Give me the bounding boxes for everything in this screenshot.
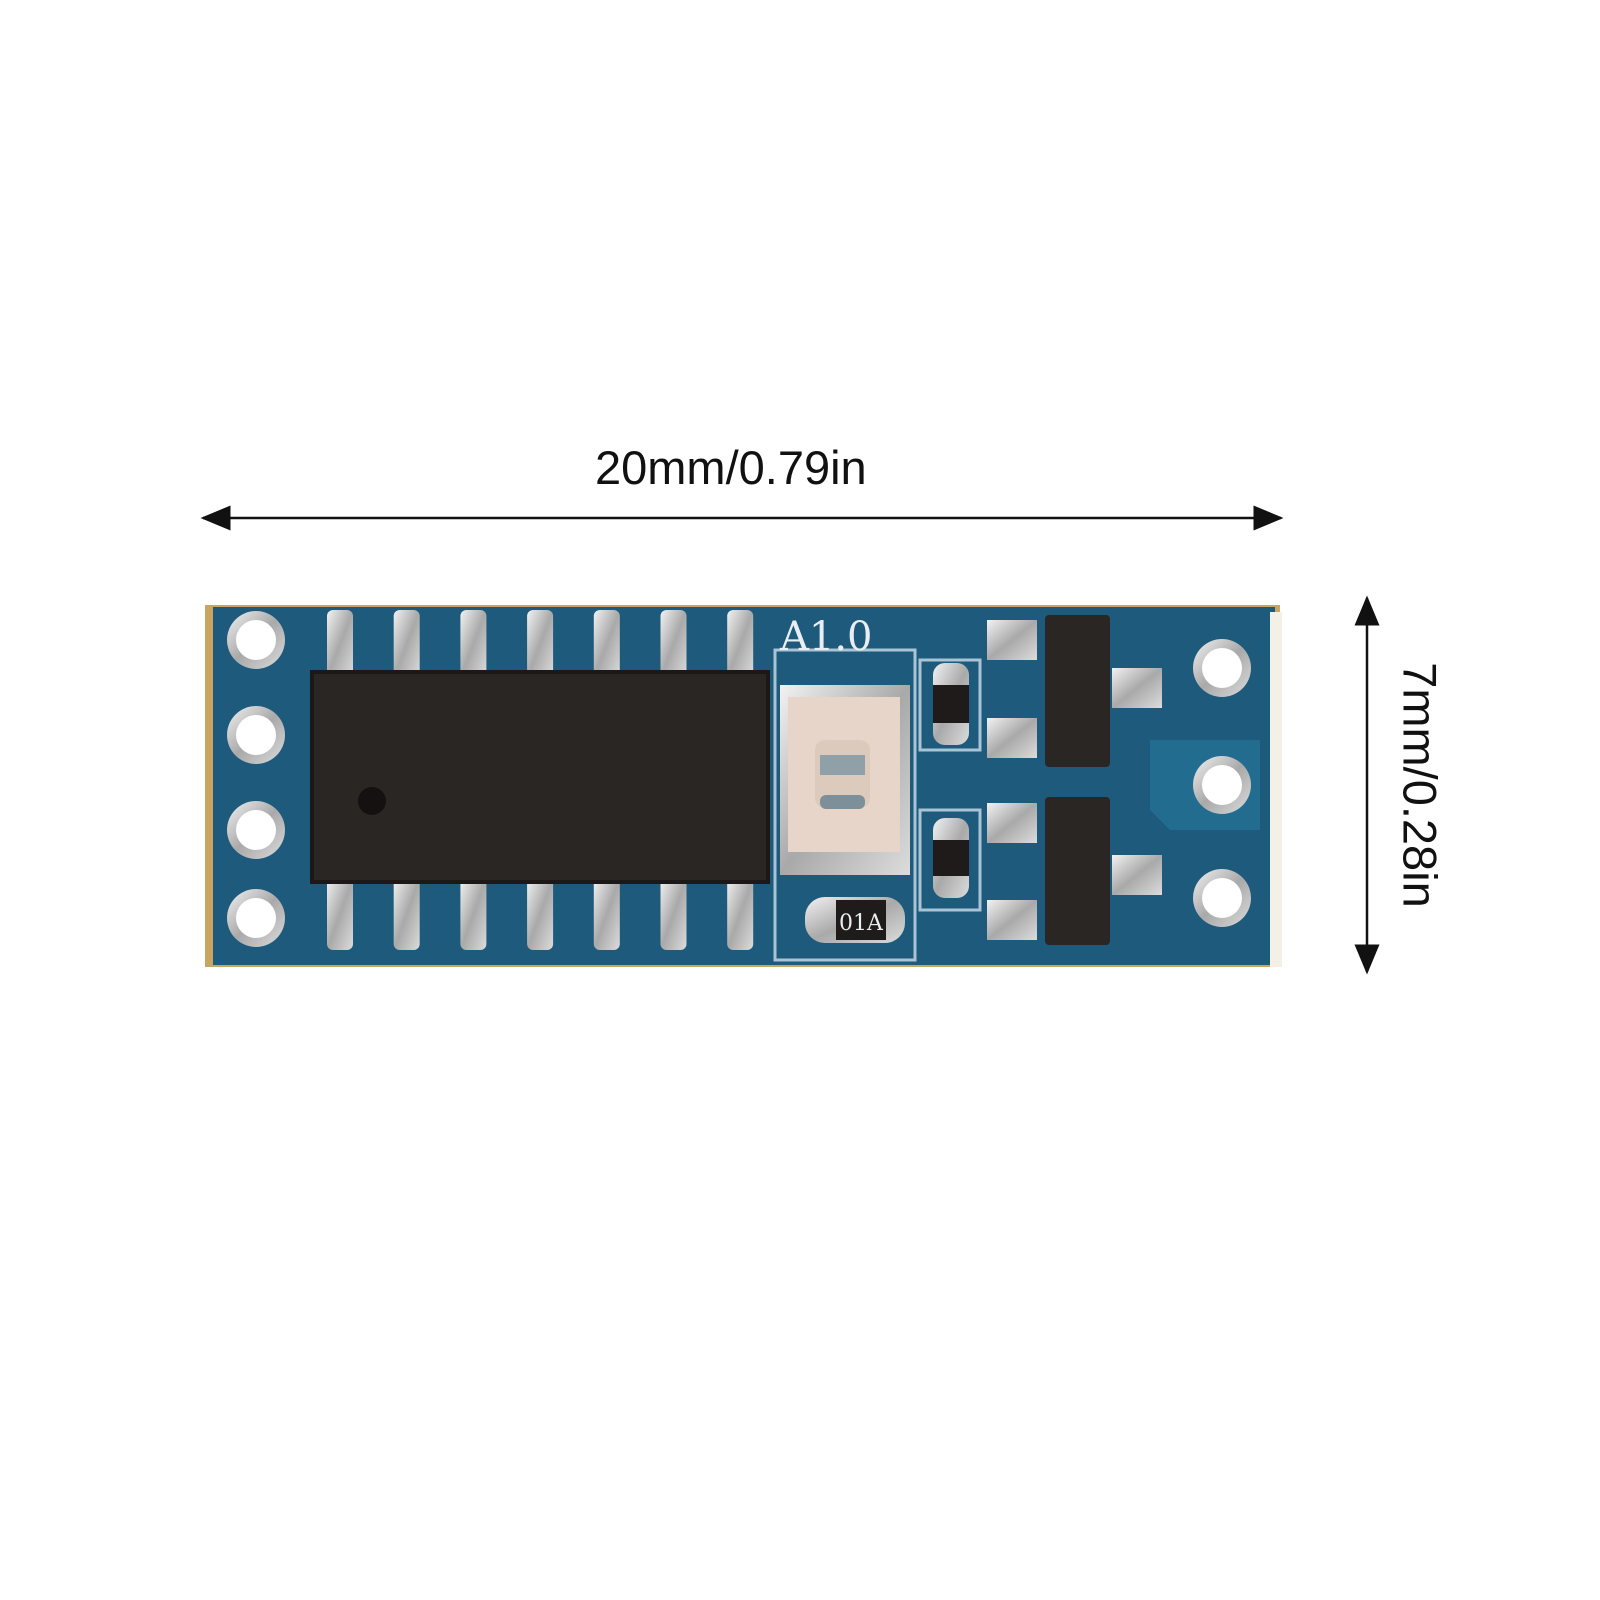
ic-pin: [460, 878, 487, 950]
ic-pin: [527, 878, 554, 950]
ic-pin: [727, 610, 754, 678]
pin-hole: [227, 706, 285, 764]
ic-pin: [727, 878, 754, 950]
ic-pin: [327, 610, 353, 678]
pin-hole: [227, 801, 285, 859]
ic-pins: [327, 610, 754, 950]
pin-hole: [1193, 639, 1251, 697]
ic-pin: [327, 878, 353, 950]
ic-pin: [660, 610, 687, 678]
resistor-marking: 01A: [839, 911, 884, 936]
height-dimension-label: 7mm/0.28in: [1393, 662, 1447, 908]
right-pin-holes: [1193, 639, 1251, 927]
ic-pin: [660, 878, 687, 950]
resistor: 01A: [805, 897, 905, 943]
transistors: [987, 615, 1162, 945]
pin-hole: [227, 889, 285, 947]
silkscreen-version: A1.0: [779, 614, 873, 660]
ic-pin: [593, 610, 620, 678]
ic-chip: [310, 670, 770, 884]
ic-pin: [393, 878, 420, 950]
width-dimension-label: 20mm/0.79in: [595, 441, 867, 494]
pin-hole: [1193, 869, 1251, 927]
ic-pin1-dot: [358, 787, 386, 815]
ic-pin: [527, 610, 554, 678]
pin-hole: [227, 611, 285, 669]
ic-pin: [593, 878, 620, 950]
left-pin-holes: [227, 611, 285, 947]
ic-pin: [460, 610, 487, 678]
ic-pin: [393, 610, 420, 678]
led: [780, 685, 910, 875]
pin-hole: [1193, 756, 1251, 814]
small-capacitors: [933, 663, 969, 898]
